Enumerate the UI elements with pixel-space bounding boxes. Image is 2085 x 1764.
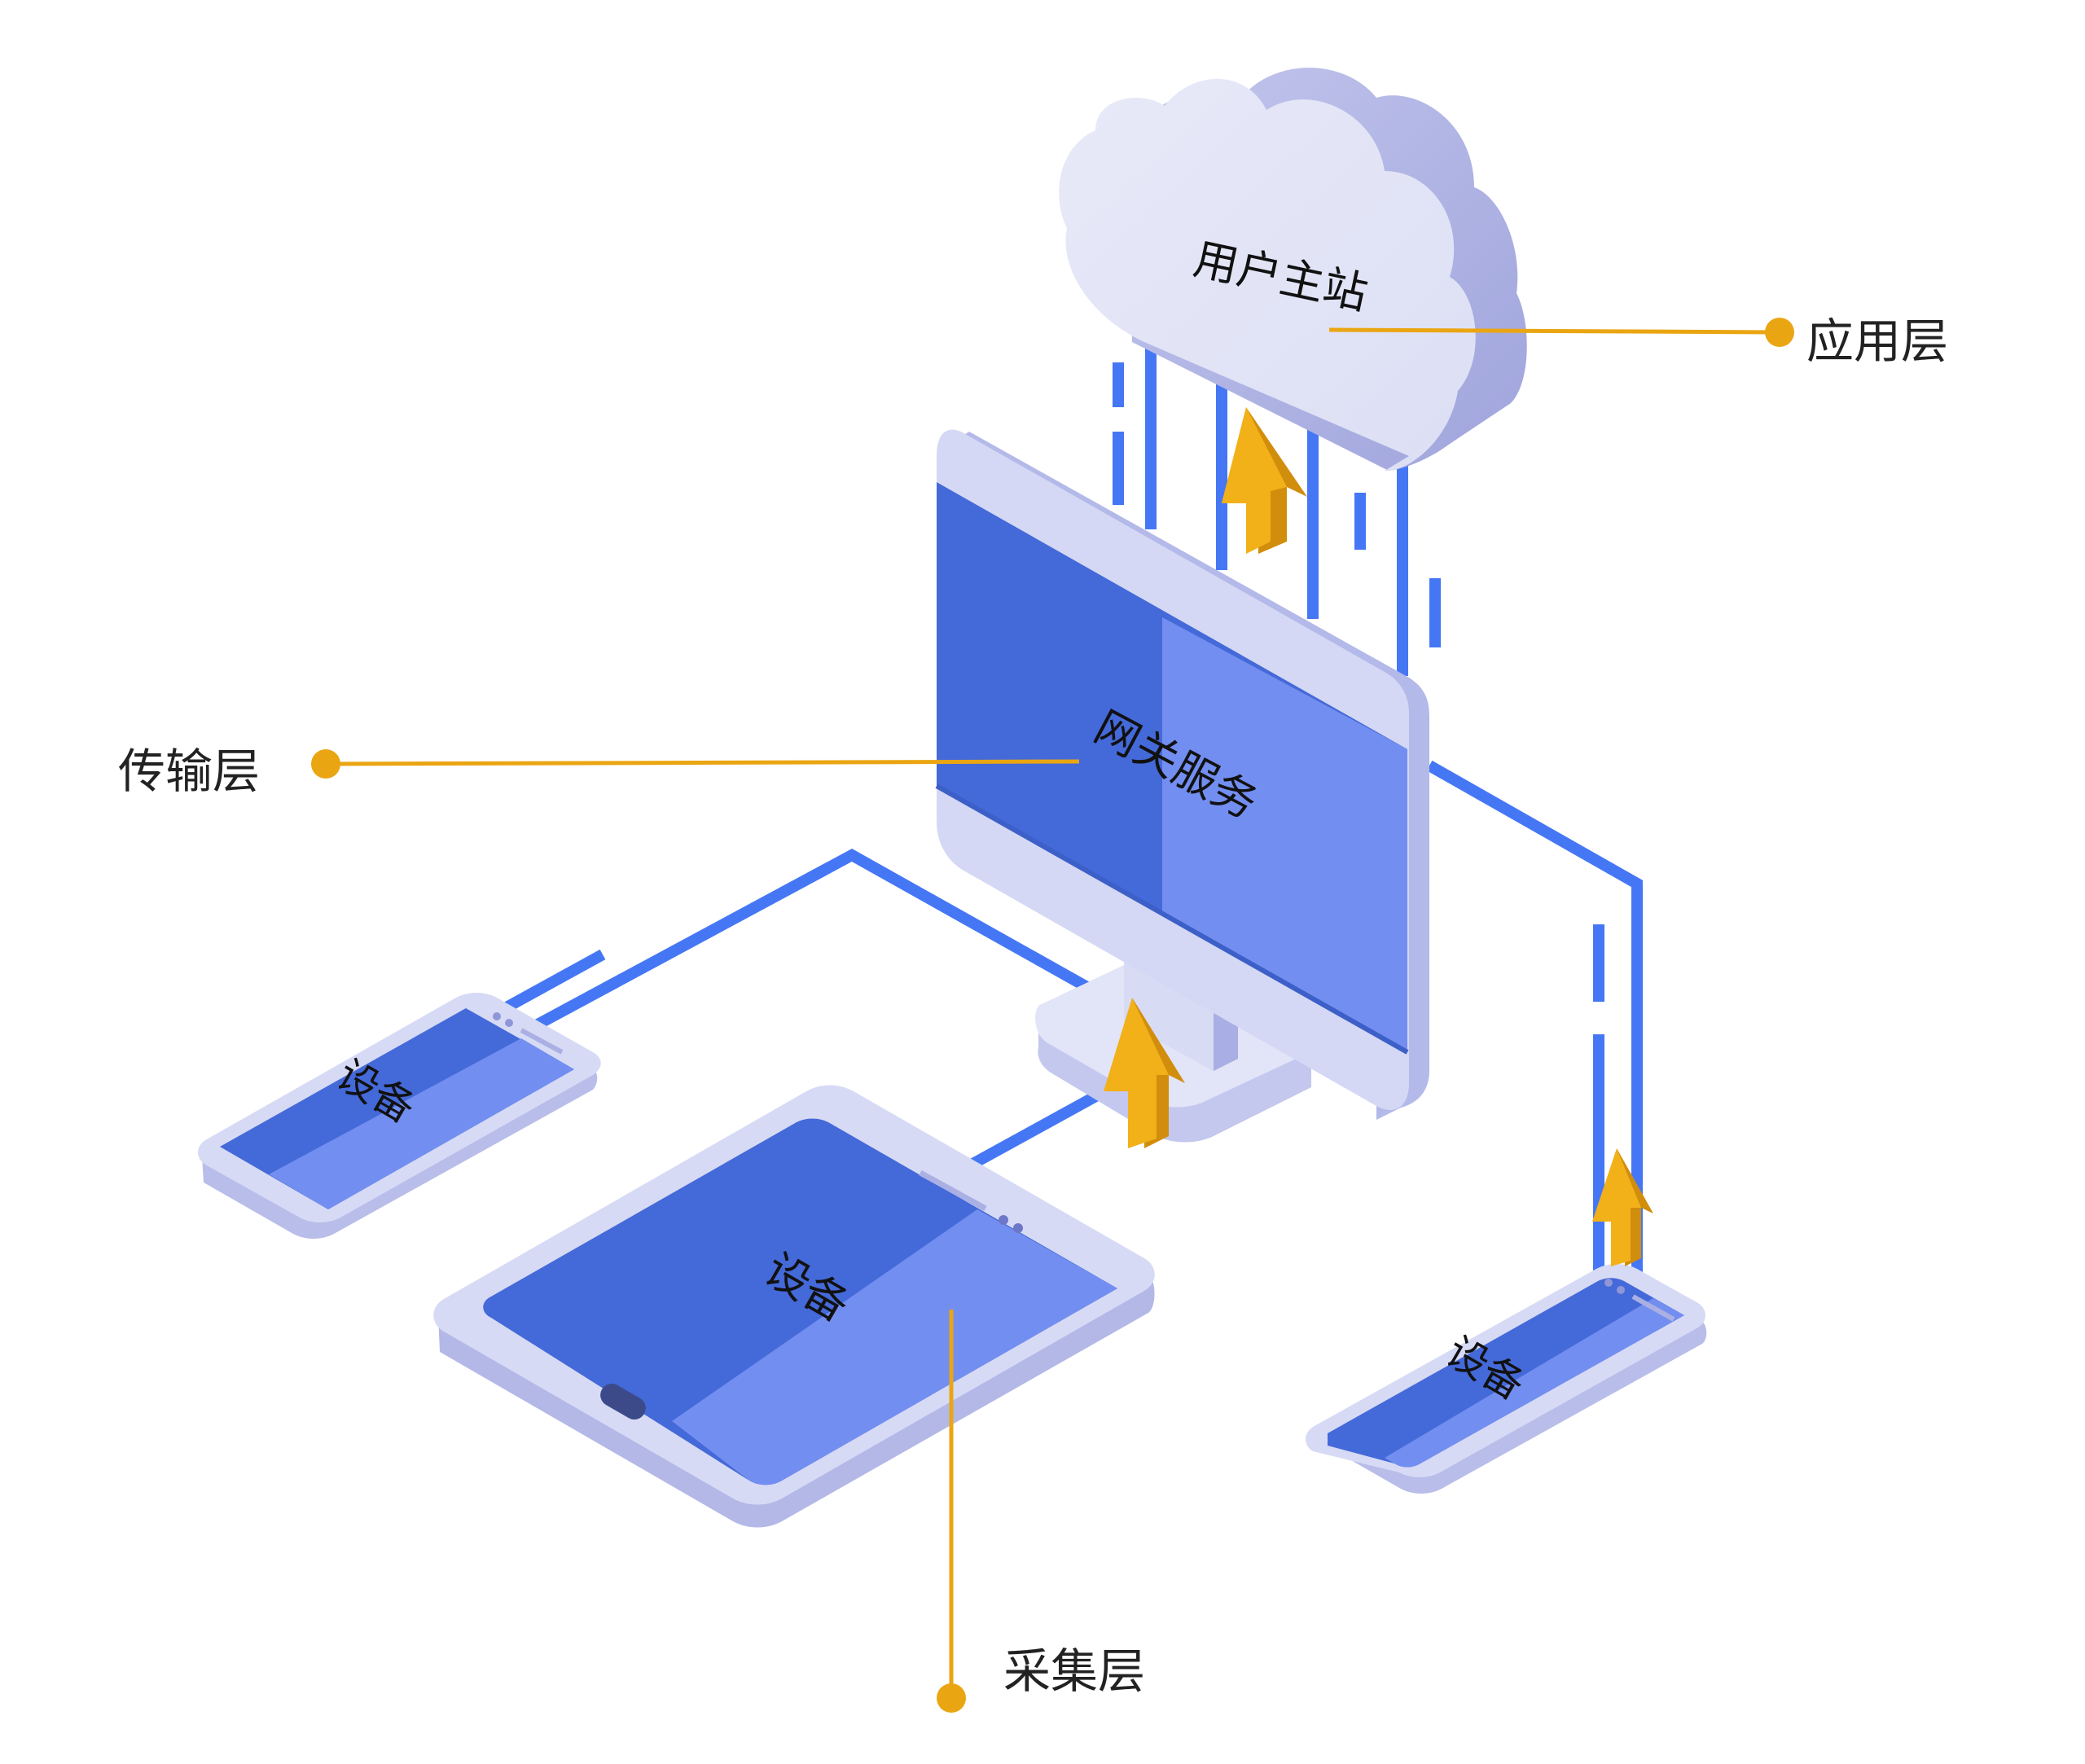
link-monitor-right-phone <box>1426 760 1643 1323</box>
tablet-icon: 设备 <box>433 1085 1155 1528</box>
link-left-phone-monitor <box>534 849 1095 1030</box>
callout-transport-line <box>325 759 1080 766</box>
phone-icon: 设备 <box>198 993 601 1239</box>
callout-application-dot <box>1765 318 1794 347</box>
monitor-icon: 网关服务 <box>935 429 1429 1143</box>
callouts <box>311 318 1794 1713</box>
up-arrow-icon <box>1104 998 1185 1148</box>
callout-collection-dot <box>937 1683 966 1713</box>
application-layer-label: 应用层 <box>1806 314 1949 369</box>
up-arrow-icon <box>1592 1148 1653 1266</box>
up-arrow-icon <box>1222 407 1307 554</box>
collection-layer-label: 采集层 <box>1003 1643 1146 1699</box>
link-left-phone-stub <box>502 949 606 1014</box>
transport-layer-label: 传输层 <box>118 744 261 799</box>
cloud-icon: 用户主站 <box>1059 68 1527 472</box>
callout-transport-dot <box>311 749 340 779</box>
phone-icon: 设备 <box>1306 1264 1707 1494</box>
callout-application-line <box>1328 327 1780 335</box>
